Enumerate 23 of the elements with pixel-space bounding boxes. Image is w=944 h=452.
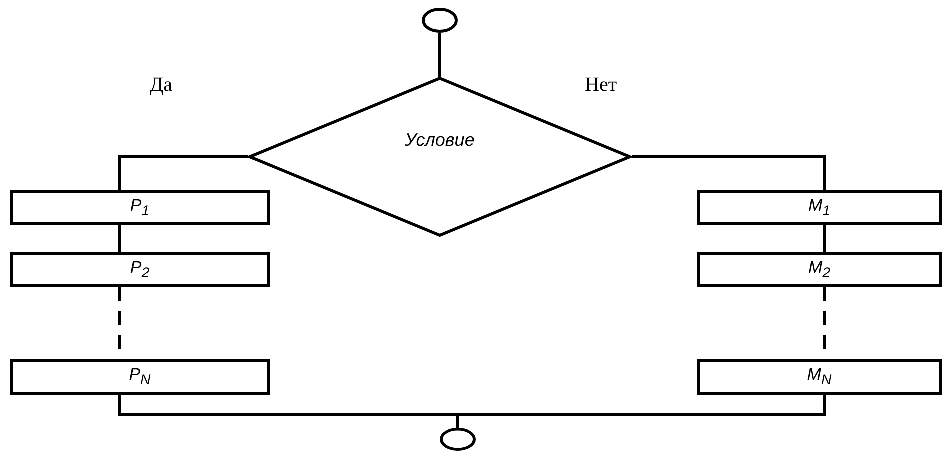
- connector-line: [632, 156, 826, 190]
- connector-line: [118, 225, 122, 252]
- branch-label: Нет: [585, 74, 618, 97]
- process-box: [10, 252, 270, 287]
- process-label: M$_{1}$: [808, 196, 831, 220]
- process-label: P$_{N}$: [129, 365, 151, 389]
- connector-line: [824, 225, 826, 252]
- process-label: M$_{2}$: [808, 258, 831, 282]
- process-box: [10, 190, 270, 225]
- terminal-oval: [422, 8, 458, 33]
- branch-label: Да: [150, 74, 173, 97]
- process-box: [697, 359, 942, 395]
- connector-line: [456, 395, 826, 428]
- process-label: P$_{1}$: [130, 196, 150, 220]
- process-label: M$_{N}$: [807, 365, 832, 389]
- process-label: P$_{2}$: [130, 258, 150, 282]
- terminal-oval: [440, 428, 476, 451]
- connector-line: [118, 156, 248, 190]
- process-box: [10, 359, 270, 395]
- connector-line: [438, 33, 442, 77]
- condition-label: Условие: [405, 130, 475, 150]
- process-box: [697, 252, 942, 287]
- process-box: [697, 190, 942, 225]
